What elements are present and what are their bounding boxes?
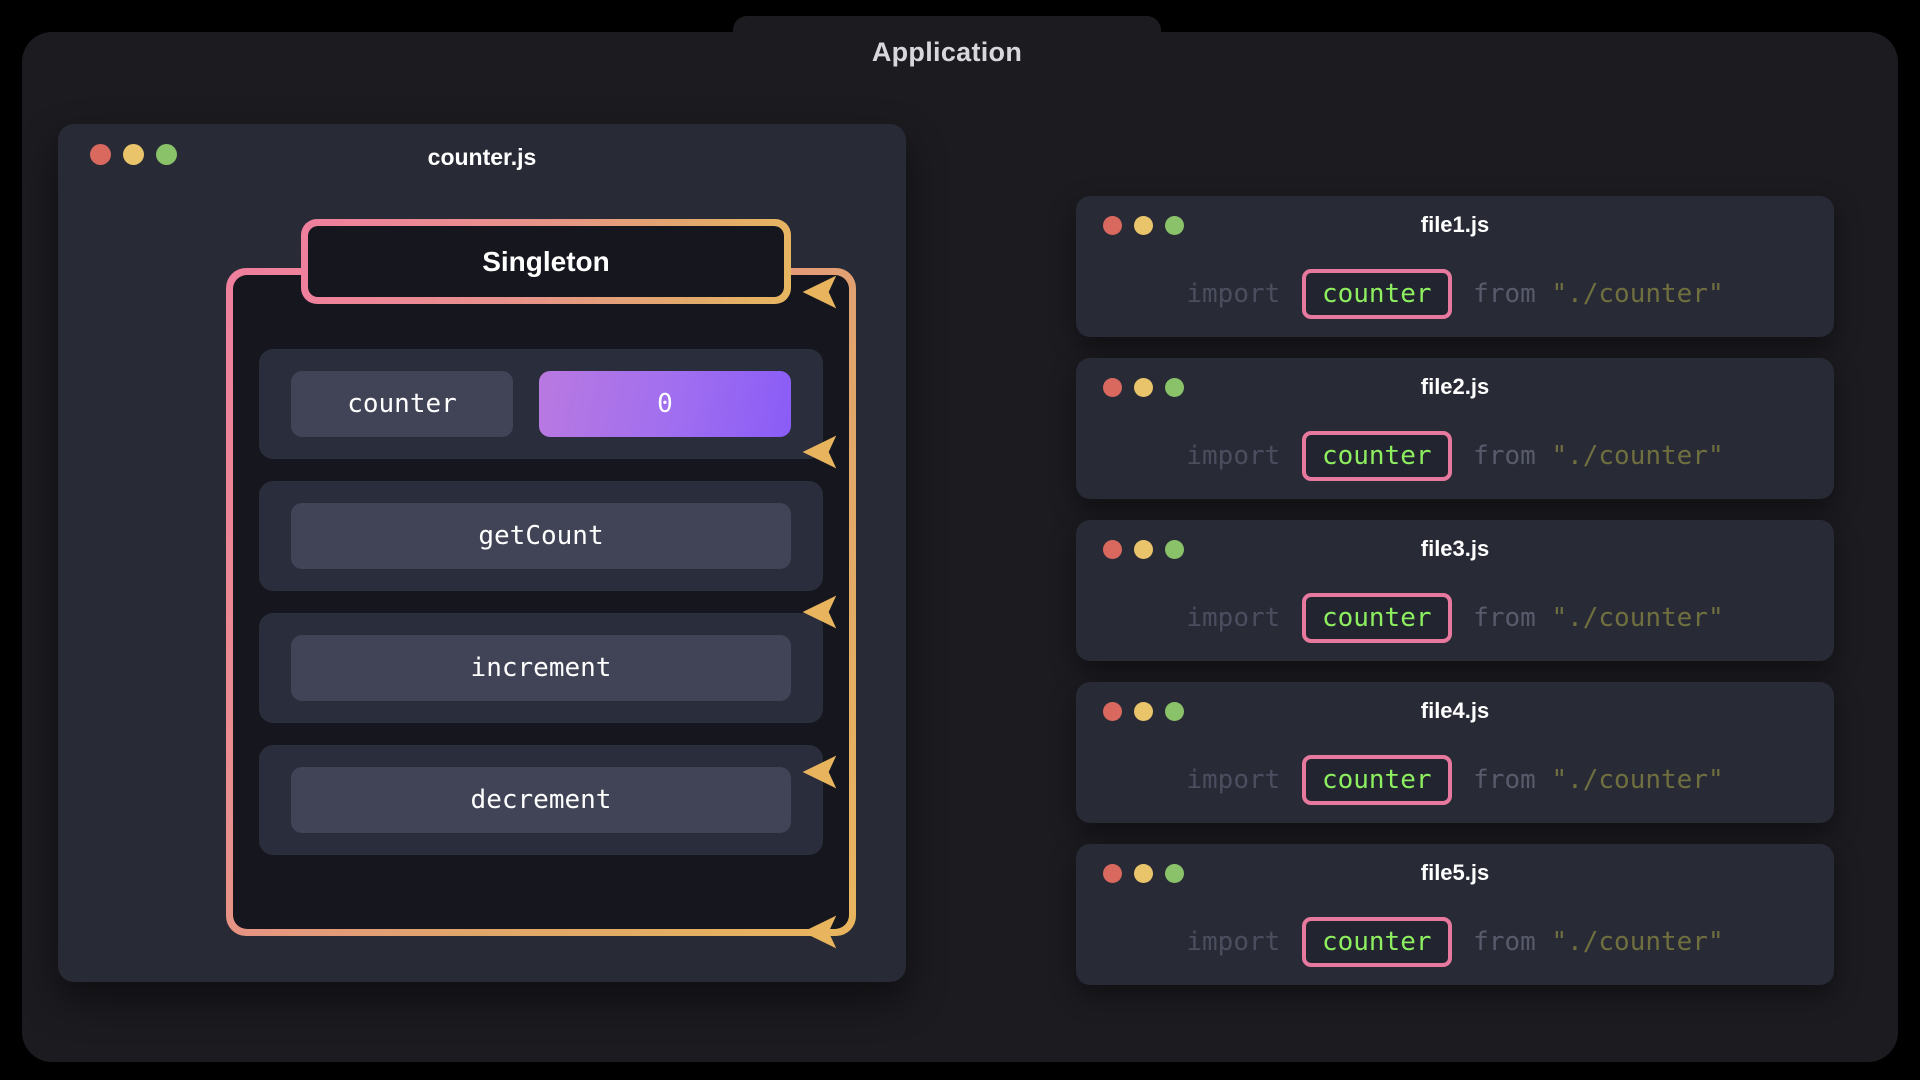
maximize-dot-icon[interactable] bbox=[156, 144, 177, 165]
file-window: file2.js import counter from "./counter" bbox=[1076, 358, 1834, 499]
singleton-body: counter 0 getCount increment decrement bbox=[226, 268, 856, 936]
singleton-header-pill: Singleton bbox=[301, 219, 791, 304]
module-path-string: "./counter" bbox=[1551, 927, 1724, 957]
maximize-dot-icon[interactable] bbox=[1165, 540, 1184, 559]
close-dot-icon[interactable] bbox=[90, 144, 111, 165]
file-window: file1.js import counter from "./counter" bbox=[1076, 196, 1834, 337]
close-dot-icon[interactable] bbox=[1103, 540, 1122, 559]
singleton-group: counter 0 getCount increment decrement bbox=[226, 219, 856, 936]
import-binding-box: counter bbox=[1301, 917, 1452, 967]
import-keyword: import bbox=[1186, 441, 1296, 471]
close-dot-icon[interactable] bbox=[1103, 864, 1122, 883]
singleton-method-row: decrement bbox=[259, 745, 823, 855]
maximize-dot-icon[interactable] bbox=[1165, 864, 1184, 883]
state-value-chip: 0 bbox=[539, 371, 791, 437]
singleton-state-row: counter 0 bbox=[259, 349, 823, 459]
window-controls[interactable] bbox=[1103, 864, 1184, 883]
import-keyword: import bbox=[1186, 927, 1296, 957]
minimize-dot-icon[interactable] bbox=[1134, 216, 1153, 235]
module-path-string: "./counter" bbox=[1551, 279, 1724, 309]
maximize-dot-icon[interactable] bbox=[1165, 216, 1184, 235]
file-titlebar: file1.js bbox=[1076, 196, 1834, 258]
window-controls[interactable] bbox=[1103, 378, 1184, 397]
singleton-method-row: getCount bbox=[259, 481, 823, 591]
singleton-method-row: increment bbox=[259, 613, 823, 723]
close-dot-icon[interactable] bbox=[1103, 216, 1122, 235]
import-statement: import counter from "./counter" bbox=[1076, 582, 1834, 654]
application-title-chip: Application bbox=[733, 16, 1161, 88]
minimize-dot-icon[interactable] bbox=[123, 144, 144, 165]
import-keyword: import bbox=[1186, 603, 1296, 633]
file-titlebar: file3.js bbox=[1076, 520, 1834, 582]
import-binding-box: counter bbox=[1301, 755, 1452, 805]
file-window: file5.js import counter from "./counter" bbox=[1076, 844, 1834, 985]
window-controls[interactable] bbox=[90, 144, 177, 165]
from-keyword: from bbox=[1457, 441, 1552, 471]
from-keyword: from bbox=[1457, 603, 1552, 633]
method-chip-decrement: decrement bbox=[291, 767, 791, 833]
counter-window-title: counter.js bbox=[427, 143, 537, 170]
maximize-dot-icon[interactable] bbox=[1165, 378, 1184, 397]
close-dot-icon[interactable] bbox=[1103, 378, 1122, 397]
import-statement: import counter from "./counter" bbox=[1076, 258, 1834, 330]
from-keyword: from bbox=[1457, 765, 1552, 795]
file-title: file5.js bbox=[1420, 860, 1490, 885]
import-binding-box: counter bbox=[1301, 431, 1452, 481]
file-title: file2.js bbox=[1420, 374, 1490, 399]
close-dot-icon[interactable] bbox=[1103, 702, 1122, 721]
import-binding-box: counter bbox=[1301, 269, 1452, 319]
singleton-label: Singleton bbox=[482, 245, 610, 277]
counter-window-titlebar: counter.js bbox=[58, 124, 906, 190]
singleton-body-inner: counter 0 getCount increment decrement bbox=[233, 275, 849, 929]
file-title: file1.js bbox=[1420, 212, 1490, 237]
file-titlebar: file2.js bbox=[1076, 358, 1834, 420]
file-titlebar: file4.js bbox=[1076, 682, 1834, 744]
module-path-string: "./counter" bbox=[1551, 441, 1724, 471]
method-chip-getcount: getCount bbox=[291, 503, 791, 569]
from-keyword: from bbox=[1457, 927, 1552, 957]
method-chip-increment: increment bbox=[291, 635, 791, 701]
module-path-string: "./counter" bbox=[1551, 765, 1724, 795]
import-statement: import counter from "./counter" bbox=[1076, 420, 1834, 492]
file-title: file3.js bbox=[1420, 536, 1490, 561]
file-titlebar: file5.js bbox=[1076, 844, 1834, 906]
file-title: file4.js bbox=[1420, 698, 1490, 723]
import-statement: import counter from "./counter" bbox=[1076, 906, 1834, 978]
minimize-dot-icon[interactable] bbox=[1134, 702, 1153, 721]
consumer-files-list: file1.js import counter from "./counter"… bbox=[1076, 196, 1834, 1006]
application-title-label: Application bbox=[871, 36, 1023, 67]
minimize-dot-icon[interactable] bbox=[1134, 864, 1153, 883]
maximize-dot-icon[interactable] bbox=[1165, 702, 1184, 721]
import-keyword: import bbox=[1186, 279, 1296, 309]
import-statement: import counter from "./counter" bbox=[1076, 744, 1834, 816]
minimize-dot-icon[interactable] bbox=[1134, 378, 1153, 397]
import-binding-box: counter bbox=[1301, 593, 1452, 643]
module-path-string: "./counter" bbox=[1551, 603, 1724, 633]
window-controls[interactable] bbox=[1103, 702, 1184, 721]
window-controls[interactable] bbox=[1103, 216, 1184, 235]
import-keyword: import bbox=[1186, 765, 1296, 795]
file-window: file4.js import counter from "./counter" bbox=[1076, 682, 1834, 823]
from-keyword: from bbox=[1457, 279, 1552, 309]
counter-module-window: counter.js counter 0 getCount increment bbox=[58, 124, 906, 982]
state-name-chip: counter bbox=[291, 371, 513, 437]
file-window: file3.js import counter from "./counter" bbox=[1076, 520, 1834, 661]
window-controls[interactable] bbox=[1103, 540, 1184, 559]
singleton-header-inner: Singleton bbox=[308, 226, 784, 297]
minimize-dot-icon[interactable] bbox=[1134, 540, 1153, 559]
